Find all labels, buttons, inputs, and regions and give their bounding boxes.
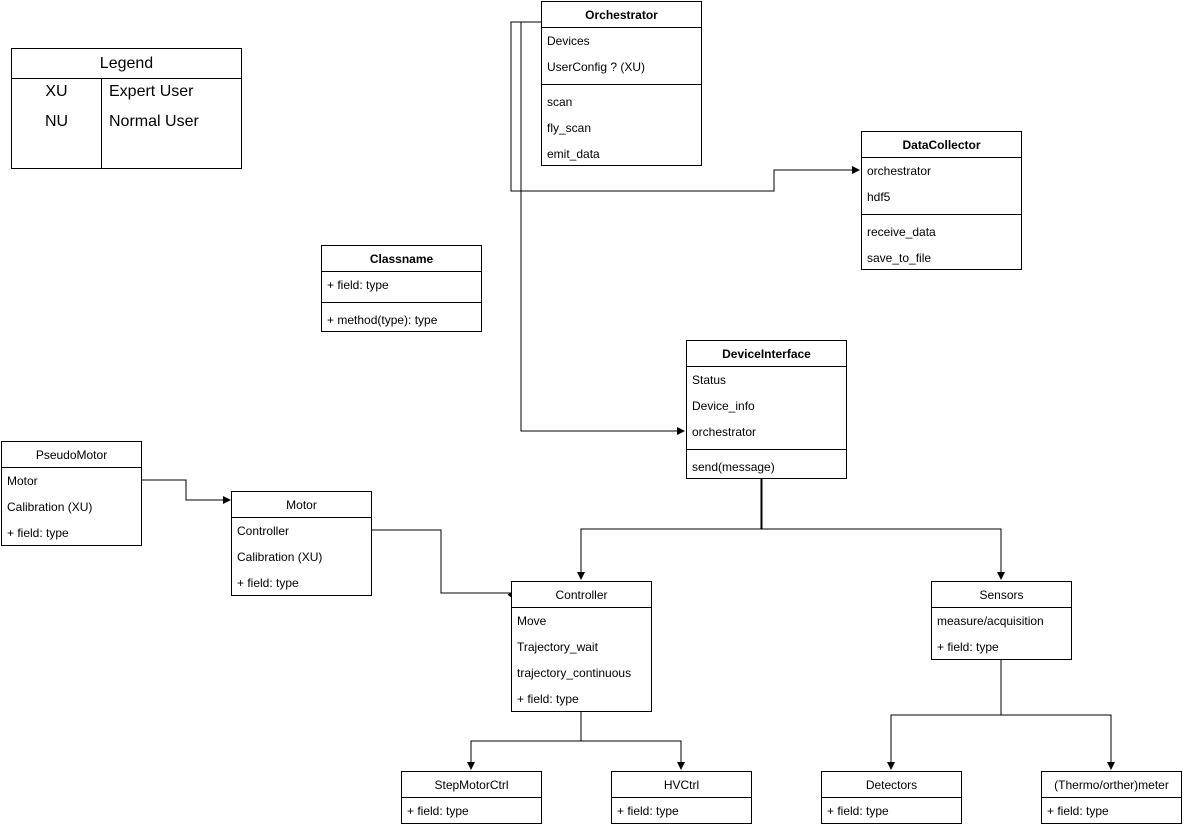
class-field: + field: type [237,576,299,590]
class-field: trajectory_continuous [517,666,632,680]
orchestrator-class[interactable]: Orchestrator Devices UserConfig ? (XU) s… [541,1,702,166]
class-field: + field: type [827,804,889,818]
class-name: HVCtrl [612,772,751,798]
legend-key-xu: XU [45,83,68,100]
class-field: + field: type [617,804,679,818]
class-field: Devices [547,34,590,48]
deviceinterface-to-controller-link [577,528,761,580]
class-field: Trajectory_wait [517,640,598,654]
class-field: + field: type [7,526,69,540]
class-field: Status [692,373,727,387]
class-method: save_to_file [867,251,932,265]
sensors-to-detectors-link [887,714,1001,770]
class-name: (Thermo/orther)meter [1042,772,1181,798]
class-name: Orchestrator [542,2,701,28]
class-method: emit_data [547,147,600,161]
class-method: receive_data [867,225,936,239]
class-method: send(message) [692,460,775,474]
class-field: orchestrator [867,164,932,178]
orchestrator-to-datacollector-link [510,21,860,192]
hvctrl-class[interactable]: HVCtrl + field: type [611,771,752,824]
class-field: orchestrator [692,425,757,439]
pseudomotor-to-motor-link [142,479,231,504]
class-field: UserConfig ? (XU) [547,60,646,74]
orchestrator-to-deviceinterface-link [520,21,685,435]
class-method: + method(type): type [327,313,438,327]
motor-to-controller-link [372,529,515,600]
class-field: hdf5 [867,190,891,204]
class-field: Calibration (XU) [237,550,323,564]
class-divider [687,449,846,450]
class-field: + field: type [1047,804,1109,818]
legend-desc-nu: Normal User [109,113,199,130]
controller-to-stepmotorctrl-link [467,740,581,770]
detectors-class[interactable]: Detectors + field: type [821,771,962,824]
class-name: Classname [322,246,481,272]
class-name: Detectors [822,772,961,798]
class-field: Motor [7,474,38,488]
legend-divider [101,79,102,168]
legend-table: Legend XU Expert User NU Normal User [11,48,242,169]
class-field: Controller [237,524,290,538]
pseudomotor-class[interactable]: PseudoMotor Motor Calibration (XU) + fie… [1,441,142,546]
stepmotorctrl-class[interactable]: StepMotorCtrl + field: type [401,771,542,824]
class-field: Move [517,614,547,628]
class-name: StepMotorCtrl [402,772,541,798]
motor-class[interactable]: Motor Controller Calibration (XU) + fiel… [231,491,372,596]
class-field: Device_info [692,399,755,413]
legend-desc-xu: Expert User [109,83,194,100]
sensors-class[interactable]: Sensors measure/acquisition + field: typ… [931,581,1072,660]
thermometer-class[interactable]: (Thermo/orther)meter + field: type [1041,771,1182,824]
legend-title: Legend [12,49,241,79]
class-name: DeviceInterface [687,341,846,367]
class-field: + field: type [517,692,579,706]
class-field: Calibration (XU) [7,500,93,514]
controller-to-hvctrl-link [581,740,685,770]
sensors-to-thermometer-link [1001,714,1115,770]
class-name: Motor [232,492,371,518]
class-method: scan [547,95,573,109]
class-name: Sensors [932,582,1071,608]
datacollector-class[interactable]: DataCollector orchestrator hdf5 receive_… [861,131,1022,270]
class-method: fly_scan [547,121,592,135]
class-field: + field: type [937,640,999,654]
deviceinterface-to-sensors-link [761,528,1005,580]
deviceinterface-class[interactable]: DeviceInterface Status Device_info orche… [686,340,847,479]
class-name: PseudoMotor [2,442,141,468]
class-field: + field: type [407,804,469,818]
controller-class[interactable]: Controller Move Trajectory_wait trajecto… [511,581,652,712]
class-divider [862,214,1021,215]
legend-key-nu: NU [44,113,69,130]
class-divider [542,84,701,85]
class-field: + field: type [327,278,389,292]
class-name: Controller [512,582,651,608]
class-name: DataCollector [862,132,1021,158]
classname-template-class[interactable]: Classname + field: type + method(type): … [321,245,482,332]
class-field: measure/acquisition [937,614,1044,628]
class-divider [322,302,481,303]
